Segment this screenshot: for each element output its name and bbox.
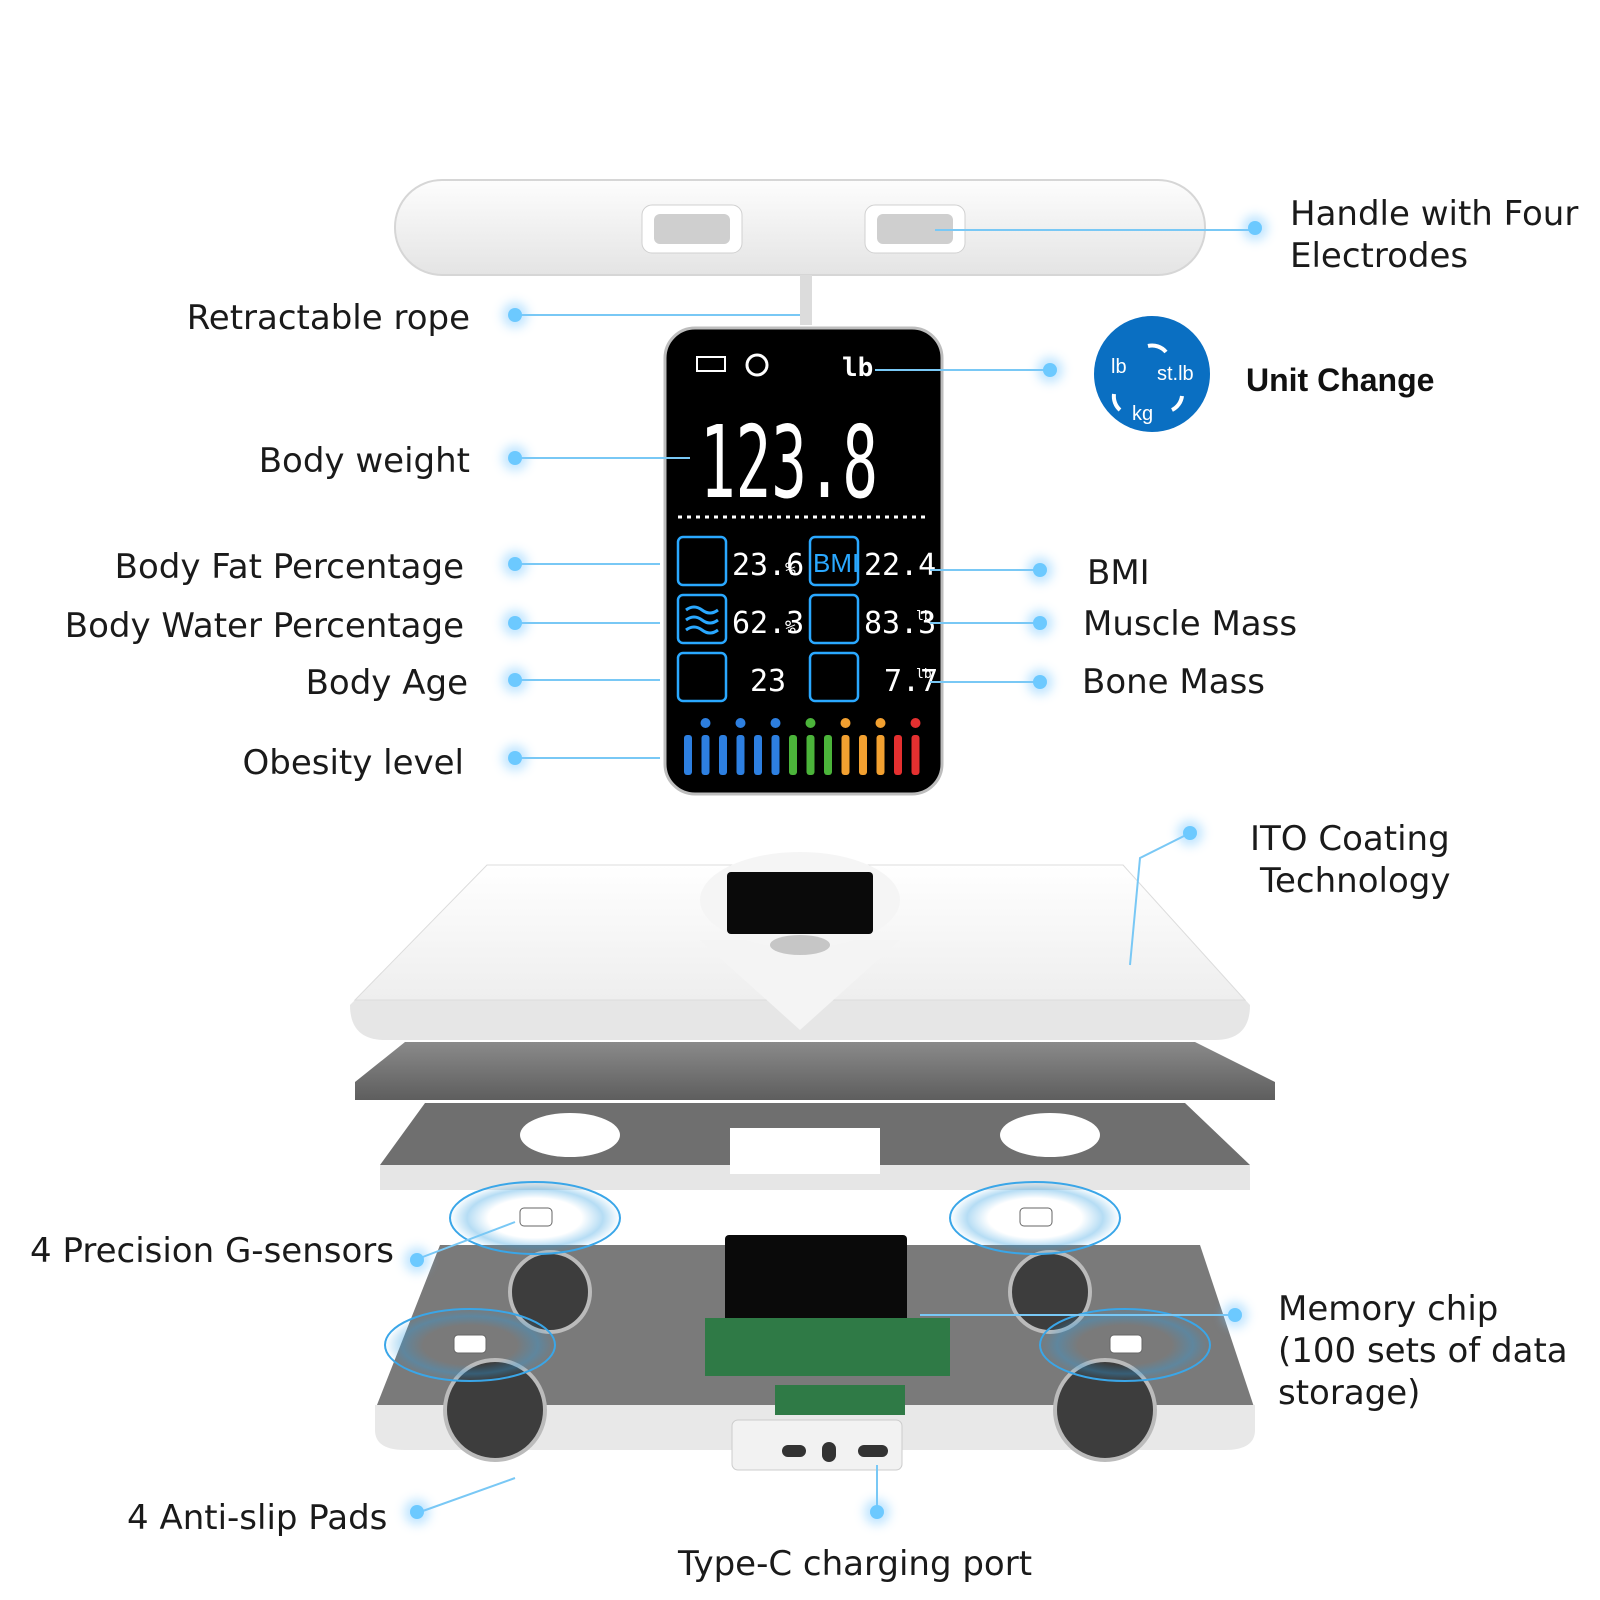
- scale-base: [375, 1235, 1255, 1471]
- bmi-value: 22.4: [864, 548, 936, 583]
- callout-dot: [1033, 675, 1047, 689]
- obesity-bar: [789, 735, 797, 775]
- water-value: 62.3: [732, 606, 804, 641]
- callout-dot: [870, 1505, 884, 1519]
- callout-dot: [1043, 363, 1057, 377]
- fat-icon: [676, 535, 728, 587]
- obesity-bar: [859, 735, 867, 775]
- unit-indicator: lb: [842, 353, 873, 383]
- label-weight: Body weight: [258, 441, 470, 481]
- label-muscle: Muscle Mass: [1083, 604, 1298, 644]
- frame-plate: [380, 1103, 1250, 1190]
- obesity-bar: [736, 735, 745, 775]
- label-unit-change: Unit Change: [1246, 362, 1435, 398]
- callout-dot: [1183, 826, 1197, 840]
- obesity-marker: [700, 718, 711, 728]
- rope: [800, 275, 812, 325]
- callout-dot: [1248, 221, 1262, 235]
- callout-dot: [508, 673, 522, 687]
- glass-top: [350, 852, 1250, 1040]
- svg-text:kg: kg: [1132, 403, 1153, 425]
- bone-value: 7.7: [884, 664, 938, 699]
- label-rope: Retractable rope: [186, 298, 470, 338]
- callout-dot: [1033, 563, 1047, 577]
- label-water: Body Water Percentage: [64, 606, 464, 646]
- muscle-icon: [808, 593, 860, 645]
- obesity-bar: [701, 735, 710, 775]
- age-value: 23: [750, 664, 786, 699]
- bone-icon: [808, 651, 860, 703]
- type-c-port: [858, 1445, 888, 1457]
- muscle-value: 83.3: [864, 606, 936, 641]
- obesity-marker: [805, 718, 816, 728]
- callout-lines: [419, 229, 1255, 1513]
- obesity-bar: [841, 735, 850, 775]
- ito-plate: [355, 1042, 1275, 1100]
- label-obesity: Obesity level: [242, 743, 464, 783]
- callout-dot: [508, 557, 522, 571]
- svg-text:lb: lb: [916, 667, 932, 682]
- electrode-right: [877, 214, 953, 244]
- svg-text:lb: lb: [1111, 356, 1127, 378]
- person-icon: [676, 651, 728, 703]
- obesity-bar: [911, 735, 920, 775]
- callout-dot: [410, 1253, 424, 1267]
- handle: [394, 179, 1206, 325]
- obesity-marker: [840, 718, 851, 728]
- battery-icon: [696, 356, 726, 372]
- obesity-marker: [735, 718, 746, 728]
- callout-dot: [508, 451, 522, 465]
- bluetooth-icon: [745, 353, 769, 377]
- callout-dot: [1033, 616, 1047, 630]
- obesity-bar: [824, 735, 832, 775]
- water-icon: [676, 593, 728, 645]
- obesity-marker: [910, 718, 921, 728]
- callout-dot: [1228, 1308, 1242, 1322]
- button-slot: [782, 1445, 806, 1457]
- lcd-display: lb 123.8 23.6 % BMI 22.4 62.3 % 83.3 lb …: [663, 326, 944, 796]
- obesity-level-bars: [684, 718, 921, 775]
- callout-dot: [508, 616, 522, 630]
- obesity-bar: [754, 735, 762, 775]
- label-sensors: 4 Precision G-sensors: [30, 1231, 394, 1271]
- obesity-bar: [684, 735, 692, 775]
- label-age: Body Age: [305, 663, 468, 703]
- memory-chip-board: [705, 1318, 950, 1376]
- bmi-icon: [808, 535, 860, 587]
- fat-value: 23.6: [732, 548, 804, 583]
- svg-text:%: %: [785, 559, 796, 580]
- obesity-bar: [894, 735, 902, 775]
- pcb-display: [725, 1235, 907, 1327]
- obesity-marker: [875, 718, 886, 728]
- label-pads: 4 Anti-slip Pads: [127, 1498, 388, 1538]
- obesity-marker: [770, 718, 781, 728]
- obesity-bar: [876, 735, 885, 775]
- svg-text:BMI: BMI: [813, 548, 859, 578]
- svg-text:%: %: [785, 617, 796, 638]
- callout-dot: [410, 1505, 424, 1519]
- g-sensors: [384, 1181, 1211, 1382]
- weight-value: 123.8: [700, 404, 878, 521]
- svg-text:st.lb: st.lb: [1157, 363, 1194, 385]
- callout-dot: [508, 751, 522, 765]
- obesity-bar: [719, 735, 727, 775]
- label-fat: Body Fat Percentage: [114, 547, 464, 587]
- obesity-bar: [806, 735, 815, 775]
- svg-text:lb: lb: [916, 609, 932, 624]
- label-port: Type-C charging port: [678, 1544, 1033, 1584]
- label-bone: Bone Mass: [1082, 662, 1265, 702]
- callout-dot: [508, 308, 522, 322]
- label-bmi: BMI: [1087, 553, 1150, 593]
- obesity-bar: [771, 735, 780, 775]
- unit-change-badge: lb st.lb kg: [1094, 316, 1210, 432]
- electrode-left: [654, 214, 730, 244]
